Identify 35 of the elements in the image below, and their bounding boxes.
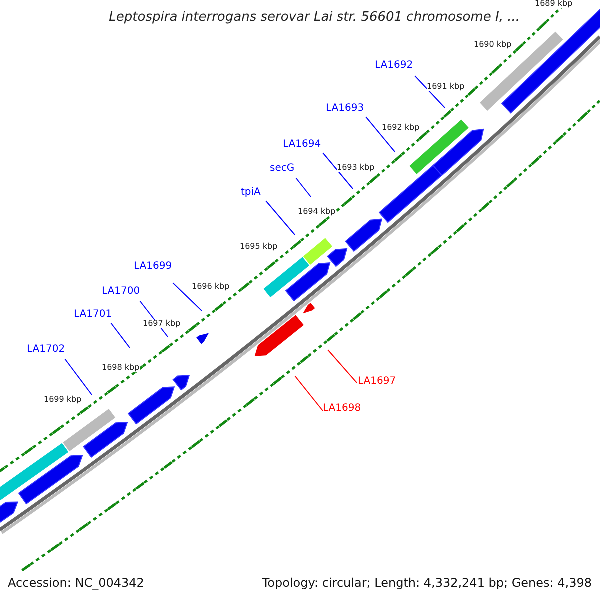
- leader-line: [172, 282, 202, 312]
- position-label: 1697 kbp: [143, 320, 181, 328]
- gene-label: LA1693: [326, 104, 364, 114]
- gene-label: LA1701: [74, 310, 112, 320]
- leader-line: [266, 200, 296, 236]
- position-label: 1695 kbp: [240, 243, 278, 251]
- gene-label: LA1699: [134, 262, 172, 272]
- leader-line: [322, 152, 354, 190]
- gene-label: secG: [270, 164, 295, 174]
- position-label: 1694 kbp: [298, 208, 336, 216]
- position-label: 1693 kbp: [337, 164, 375, 172]
- gene-label: LA1702: [27, 345, 66, 355]
- leader-line: [366, 116, 396, 152]
- gene-label: LA1694: [283, 140, 322, 150]
- position-label: 1692 kbp: [382, 124, 420, 132]
- gene-label: LA1697: [358, 377, 396, 387]
- leader-line: [110, 322, 130, 348]
- gene-label: tpiA: [241, 188, 261, 198]
- leader-line: [294, 376, 324, 412]
- gene-label: LA1698: [323, 404, 362, 414]
- leader-line: [296, 178, 312, 198]
- position-label: 1699 kbp: [44, 396, 82, 404]
- position-label: 1696 kbp: [192, 283, 230, 291]
- position-label: 1691 kbp: [427, 83, 465, 91]
- title: Leptospira interrogans serovar Lai str. 56601 chromosome I, ...: [109, 9, 520, 27]
- position-label: 1690 kbp: [474, 41, 512, 49]
- accession-label: Accession: NC_004342: [8, 575, 144, 592]
- position-label: 1698 kbp: [102, 364, 140, 372]
- gene-label: LA1692: [375, 61, 414, 71]
- gene-label: LA1700: [102, 287, 140, 297]
- genome-info-label: Topology: circular; Length: 4,332,241 bp; Genes: 4,398: [262, 575, 592, 592]
- position-label: 1689 kbp: [535, 0, 573, 8]
- leader-line: [328, 350, 358, 384]
- leader-line: [64, 358, 92, 396]
- leader-line: [414, 76, 446, 108]
